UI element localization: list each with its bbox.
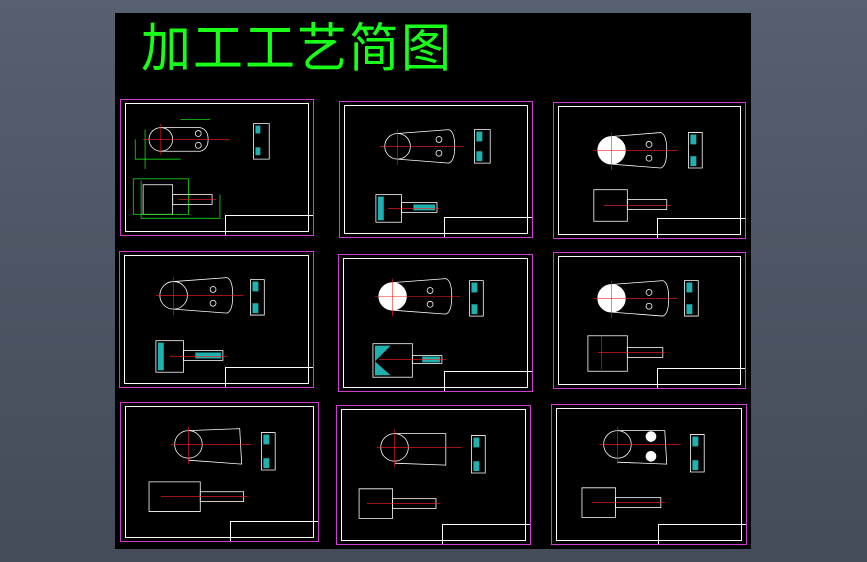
title-block xyxy=(657,218,745,238)
sheet-1-drawing xyxy=(132,119,270,219)
sheet-5-drawing xyxy=(372,278,484,378)
sheet-border xyxy=(558,106,741,235)
title-block xyxy=(444,217,532,237)
sheet-3-drawing xyxy=(593,132,703,222)
sheet-border xyxy=(125,406,314,538)
process-sheet-9[interactable] xyxy=(551,404,747,545)
process-sheet-2[interactable] xyxy=(339,101,533,238)
sheet-border xyxy=(558,256,741,385)
sheet-2-drawing xyxy=(375,129,491,223)
process-sheet-7[interactable] xyxy=(120,402,319,542)
sheet-border xyxy=(341,409,526,541)
sheet-border xyxy=(343,258,528,388)
sheet-8-drawing xyxy=(358,429,486,519)
process-sheet-5[interactable] xyxy=(338,254,533,392)
sheet-4-drawing xyxy=(155,277,265,373)
process-sheet-6[interactable] xyxy=(553,252,746,389)
sheet-6-drawing xyxy=(587,280,699,372)
title-block xyxy=(230,521,318,541)
drawing-title: 加工工艺简图 xyxy=(141,17,453,79)
sheet-9-drawing xyxy=(581,426,705,518)
title-block xyxy=(658,524,746,544)
title-block xyxy=(442,524,530,544)
sheet-7-drawing xyxy=(148,426,276,512)
sheet-border xyxy=(556,408,742,541)
process-sheet-4[interactable] xyxy=(119,251,314,388)
title-block xyxy=(225,215,313,235)
process-sheet-8[interactable] xyxy=(336,405,531,545)
sheet-border xyxy=(124,255,309,384)
title-block xyxy=(657,368,745,388)
process-sheet-1[interactable] xyxy=(120,99,314,236)
process-sheet-3[interactable] xyxy=(553,102,746,239)
title-block xyxy=(444,371,532,391)
sheet-border xyxy=(344,105,528,234)
drawing-canvas: 加工工艺简图 xyxy=(115,13,751,549)
sheet-border xyxy=(125,103,309,232)
title-block xyxy=(225,367,313,387)
